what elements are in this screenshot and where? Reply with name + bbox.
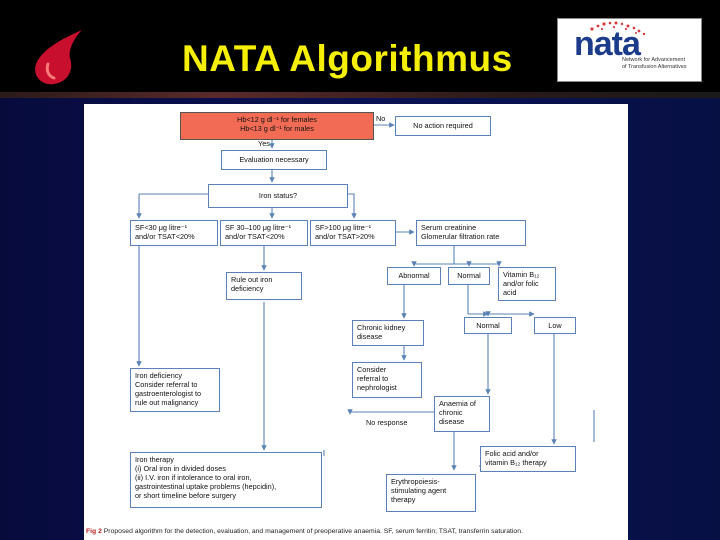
sf-high-box: SF>100 μg litre⁻¹ and/or TSAT>20% bbox=[310, 220, 396, 246]
nata-tagline: Network for Advancement of Transfusion A… bbox=[622, 57, 687, 70]
ckd-box: Chronic kidney disease bbox=[352, 320, 424, 346]
serum-creatinine-box: Serum creatinine Glomerular filtration r… bbox=[416, 220, 526, 246]
nata-wordmark: nata bbox=[574, 25, 641, 63]
normal2-box: Normal bbox=[464, 317, 512, 334]
flow-connectors bbox=[84, 122, 595, 471]
label-no: No bbox=[376, 114, 386, 123]
slide-title: NATA Algorithmus bbox=[182, 38, 513, 79]
abnormal-box: Abnormal bbox=[387, 267, 441, 285]
figure-caption: Fig 2 Proposed algorithm for the detecti… bbox=[86, 528, 523, 535]
iron-deficiency-box: Iron deficiency Consider referral to gas… bbox=[130, 368, 220, 412]
iron-therapy-box: Iron therapy (i) Oral iron in divided do… bbox=[130, 452, 322, 508]
sf-low-box: SF<30 μg litre⁻¹ and/or TSAT<20% bbox=[130, 220, 218, 246]
sf-mid-box: SF 30–100 μg litre⁻¹ and/or TSAT<20% bbox=[220, 220, 308, 246]
folic-acid-therapy-box: Folic acid and/or vitamin B₁₂ therapy bbox=[480, 446, 576, 472]
normal-box: Normal bbox=[448, 267, 490, 285]
rule-out-iron-box: Rule out iron deficiency bbox=[226, 272, 302, 300]
anaemia-chronic-box: Anaemia of chronic disease bbox=[434, 396, 490, 432]
low-box: Low bbox=[534, 317, 576, 334]
dots-arc-icon bbox=[590, 21, 646, 36]
evaluation-box: Evaluation necessary bbox=[221, 150, 327, 170]
algorithm-figure: Hb<12 g dl⁻¹ for females Hb<13 g dl⁻¹ fo… bbox=[84, 104, 628, 540]
esa-therapy-box: Erythropoiesis- stimulating agent therap… bbox=[386, 474, 476, 512]
iron-status-box: Iron status? bbox=[208, 184, 348, 208]
label-yes: Yes bbox=[258, 139, 270, 148]
vitamin-b12-box: Vitamin B₁₂ and/or folic acid bbox=[498, 267, 556, 301]
nata-logo: nata Network for Advancement of Transfus… bbox=[557, 18, 702, 82]
no-action-box: No action required bbox=[395, 116, 491, 136]
label-no-response: No response bbox=[366, 418, 408, 427]
consider-nephrologist-box: Consider referral to nephrologist bbox=[352, 362, 422, 398]
title-divider bbox=[0, 92, 720, 98]
blood-drop-icon bbox=[35, 30, 82, 85]
hb-threshold-box: Hb<12 g dl⁻¹ for females Hb<13 g dl⁻¹ fo… bbox=[180, 112, 374, 140]
